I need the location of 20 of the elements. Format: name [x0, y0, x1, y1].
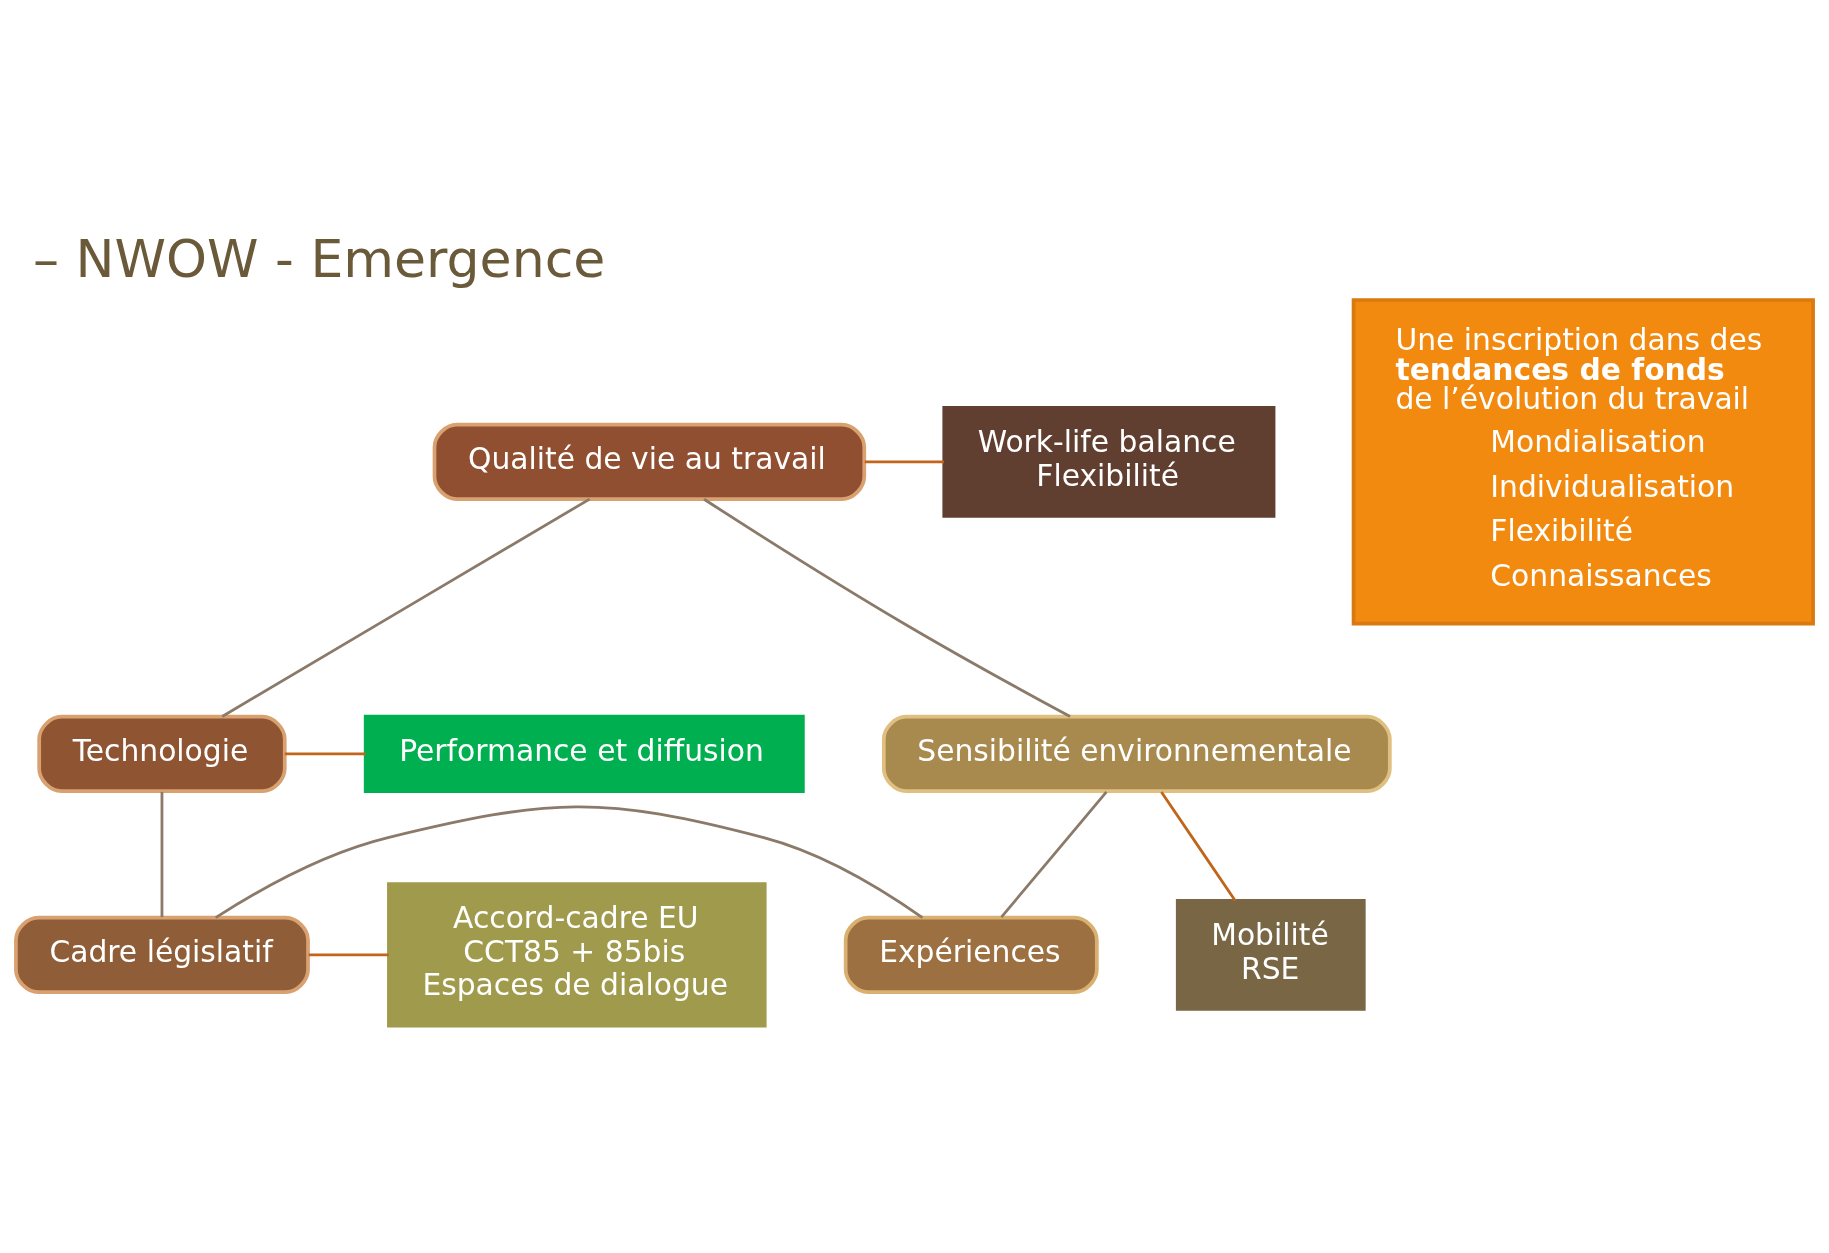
node-box: Performance et diffusion: [363, 714, 805, 793]
connector: [1000, 791, 1108, 918]
node-box: Expériences: [843, 915, 1099, 994]
node-box: Qualité de vie au travail: [432, 422, 867, 501]
connector: [284, 752, 366, 756]
connector: [221, 497, 591, 718]
node-box: Work-life balance Flexibilité: [942, 406, 1276, 518]
connector: [703, 498, 1071, 718]
connector: [1160, 791, 1237, 902]
node-box: Mobilité RSE: [1175, 899, 1366, 1011]
connector: [160, 791, 164, 918]
connector: [308, 953, 389, 957]
diagram-title: – NWOW - Emergence: [32, 228, 606, 289]
node-box: Sensibilité environnementale: [881, 714, 1392, 793]
node-box: Technologie: [37, 714, 287, 793]
connector: [214, 805, 924, 919]
connector: [864, 460, 944, 464]
node-box: Une inscription dans des tendances de fonds de l’évolution du travail Mondialisation Individualisation Flexibilité Connaissances: [1351, 298, 1815, 626]
node-box: Cadre législatif: [14, 915, 310, 994]
node-box: Accord-cadre EU CCT85 + 85bis Espaces de dialogue: [387, 882, 767, 1028]
